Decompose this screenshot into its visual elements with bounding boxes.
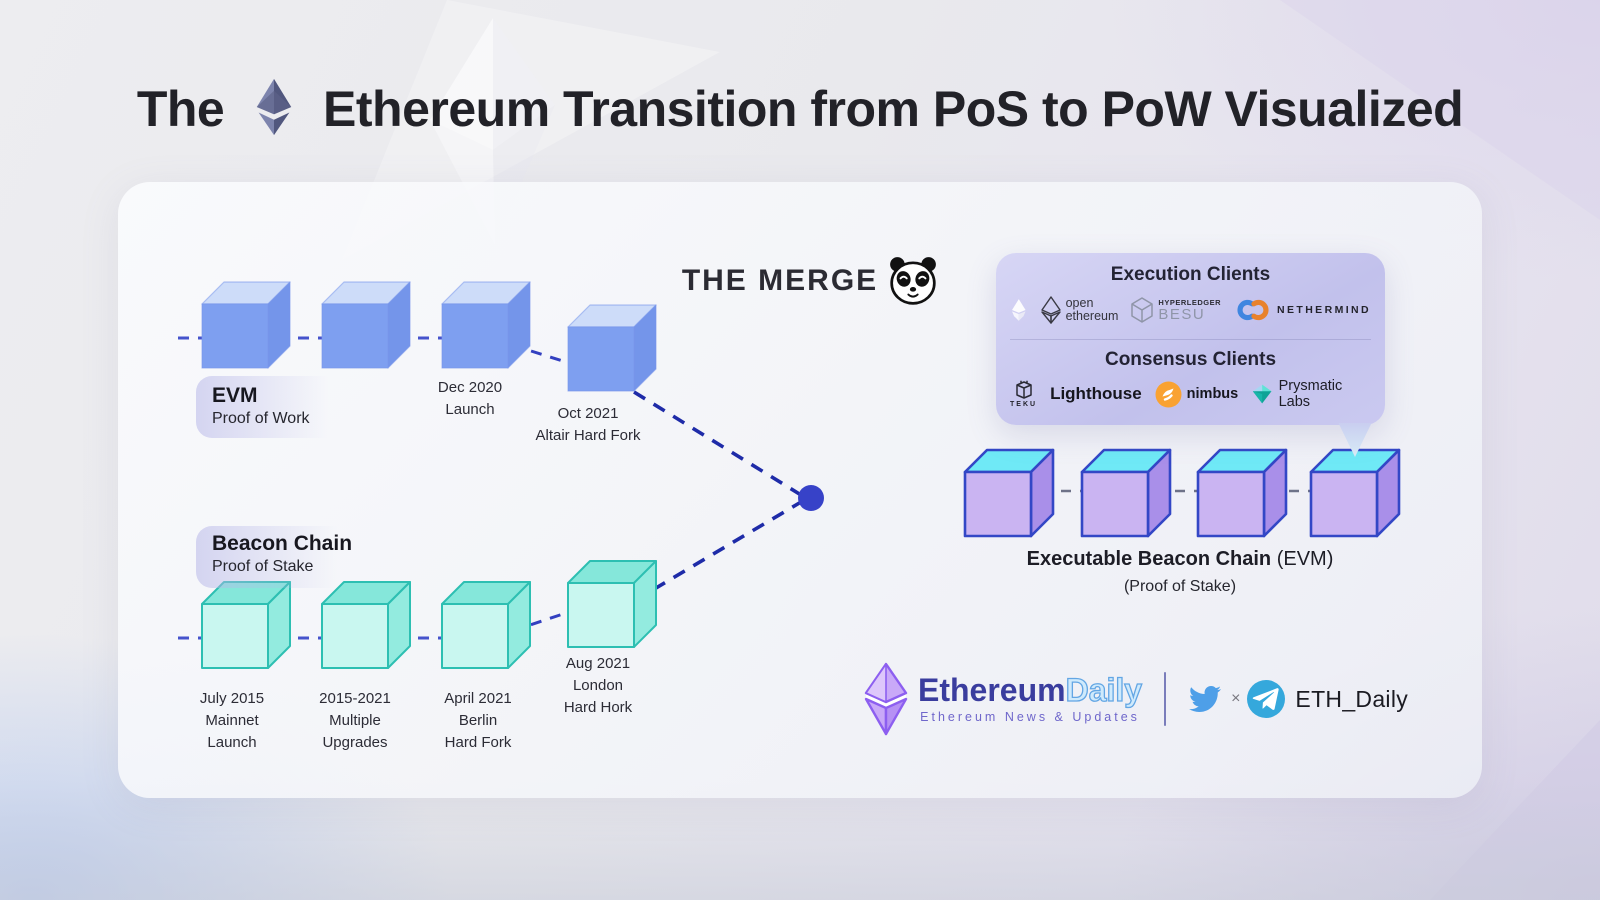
openethereum-icon	[1040, 296, 1061, 324]
openethereum-label-line2: ethereum	[1065, 309, 1119, 323]
merged-chain-type: (Proof of Stake)	[1123, 578, 1237, 595]
twitter-icon	[1189, 685, 1222, 712]
pow-block	[567, 304, 657, 392]
pos-block	[567, 560, 657, 648]
merged-block	[1196, 448, 1288, 538]
teku-logo: TEKU	[1010, 380, 1037, 408]
social-separator: ×	[1231, 690, 1241, 707]
openethereum-label-line1: open	[1065, 295, 1094, 310]
nimbus-logo: nimbus	[1155, 381, 1239, 408]
prysmatic-label: Prysmatic Labs	[1278, 378, 1343, 410]
wordmark-primary: Ethereum	[918, 672, 1066, 708]
pos-block	[441, 581, 531, 669]
besu-icon	[1131, 297, 1154, 323]
nethermind-label: NETHERMIND	[1277, 304, 1371, 316]
execution-clients-logos: open ethereum HYPERLEDGER BESU	[1010, 293, 1371, 327]
consensus-clients-logos: TEKU Lighthouse nimbus	[1010, 378, 1371, 410]
ethereumdaily-gem-icon	[864, 662, 908, 736]
pow-chain-name: EVM	[212, 384, 258, 407]
title-prefix: The	[136, 81, 225, 137]
pow-block	[441, 281, 531, 369]
nethermind-icon	[1237, 299, 1269, 321]
besu-label: BESU	[1158, 306, 1206, 323]
merged-block	[1309, 448, 1401, 538]
merged-chain-name: Executable Beacon Chain (EVM)	[1027, 548, 1334, 571]
pow-chain-pill	[196, 376, 352, 438]
pos-block	[201, 581, 291, 669]
pos-block4-label: Aug 2021 London Hard Hork	[563, 655, 633, 716]
nimbus-icon	[1155, 381, 1182, 407]
nethermind-logo: NETHERMIND	[1234, 298, 1371, 322]
execution-clients-title: Execution Clients	[1110, 264, 1271, 285]
telegram-icon	[1247, 680, 1286, 718]
pos-chain-name: Beacon Chain	[212, 532, 353, 555]
merged-block	[1080, 448, 1172, 538]
besu-logo: HYPERLEDGER BESU	[1131, 297, 1221, 323]
title-suffix: Ethereum Transition from PoS to PoW Visu…	[323, 81, 1464, 137]
pow-block3-label: Dec 2020 Launch	[437, 379, 503, 418]
teku-label: TEKU	[1010, 401, 1038, 408]
pow-block	[321, 281, 411, 369]
pow-block	[201, 281, 291, 369]
consensus-clients-title: Consensus Clients	[1104, 349, 1277, 370]
teku-icon	[1015, 380, 1032, 399]
execution-clients-section: Execution Clients open ethereum	[1010, 264, 1371, 340]
merged-block	[963, 448, 1055, 538]
wordmark-secondary: Daily	[1065, 672, 1143, 708]
pow-block4-label: Oct 2021 Altair Hard Fork	[535, 405, 641, 444]
page-title: The Ethereum Transition from PoS to PoW …	[0, 78, 1600, 148]
panda-icon	[890, 257, 937, 305]
ethereum-logo-icon	[248, 78, 300, 148]
pos-block1-label: July 2015 Mainnet Launch	[199, 690, 265, 751]
merge-label: THE MERGE	[681, 264, 879, 297]
consensus-clients-section: Consensus Clients TEKU Lighthouse	[1010, 349, 1371, 410]
branding-footer: EthereumDaily Ethereum News & Updates × …	[862, 656, 1408, 742]
brand-tagline: Ethereum News & Updates	[920, 710, 1140, 724]
pow-chain-type: Proof of Work	[212, 410, 310, 427]
clients-panel: Execution Clients open ethereum	[996, 253, 1385, 457]
pos-block2-label: 2015-2021 Multiple Upgrades	[319, 690, 391, 751]
ethereumdaily-wordmark: EthereumDaily Ethereum News & Updates	[918, 672, 1143, 724]
merge-header: THE MERGE	[660, 252, 960, 310]
pos-chain-pill	[196, 526, 362, 588]
geth-icon	[1012, 299, 1026, 321]
hyperledger-label: HYPERLEDGER	[1158, 298, 1221, 307]
pos-block3-label: April 2021 Berlin Hard Fork	[444, 690, 512, 751]
floor-gradient	[0, 780, 1600, 900]
merged-chain-name-suffix: (EVM)	[1271, 548, 1334, 570]
prysmatic-logo: Prysmatic Labs	[1251, 378, 1371, 410]
prysmatic-icon	[1253, 384, 1272, 404]
brand-divider	[1164, 672, 1167, 726]
openethereum-logo: open ethereum	[1040, 295, 1119, 324]
lighthouse-label: Lighthouse	[1050, 384, 1142, 403]
nimbus-label: nimbus	[1186, 386, 1239, 402]
merged-chain-name-bold: Executable Beacon Chain	[1026, 548, 1272, 570]
pos-block	[321, 581, 411, 669]
pos-chain-type: Proof of Stake	[212, 558, 314, 575]
social-handle: ETH_Daily	[1295, 685, 1409, 712]
social-links: × ETH_Daily	[1186, 680, 1408, 718]
